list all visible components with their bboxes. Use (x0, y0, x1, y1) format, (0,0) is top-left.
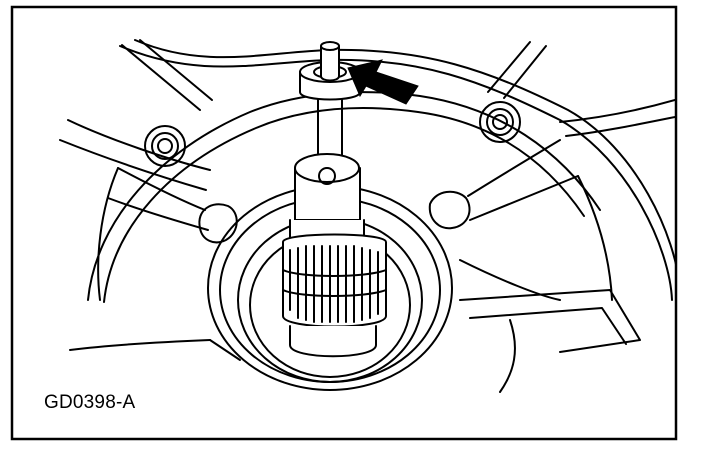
lower-left-web (69, 339, 241, 361)
shaft-splines (282, 233, 387, 358)
right-bolt-boss (479, 101, 521, 143)
pin (320, 41, 340, 82)
housing-rib-left (59, 39, 213, 191)
lower-right-web (459, 259, 641, 393)
figure-id-label: GD0398-A (44, 392, 136, 413)
left-bolt-boss (144, 125, 186, 167)
spoke-left (97, 167, 209, 301)
center-lobe-right (428, 190, 471, 230)
spoke-right (467, 139, 613, 301)
output-shaft (289, 153, 365, 241)
arrow-icon (347, 59, 419, 105)
pin-support (317, 93, 343, 159)
housing-outer-ring (119, 39, 675, 301)
housing-rib-right (487, 41, 675, 137)
